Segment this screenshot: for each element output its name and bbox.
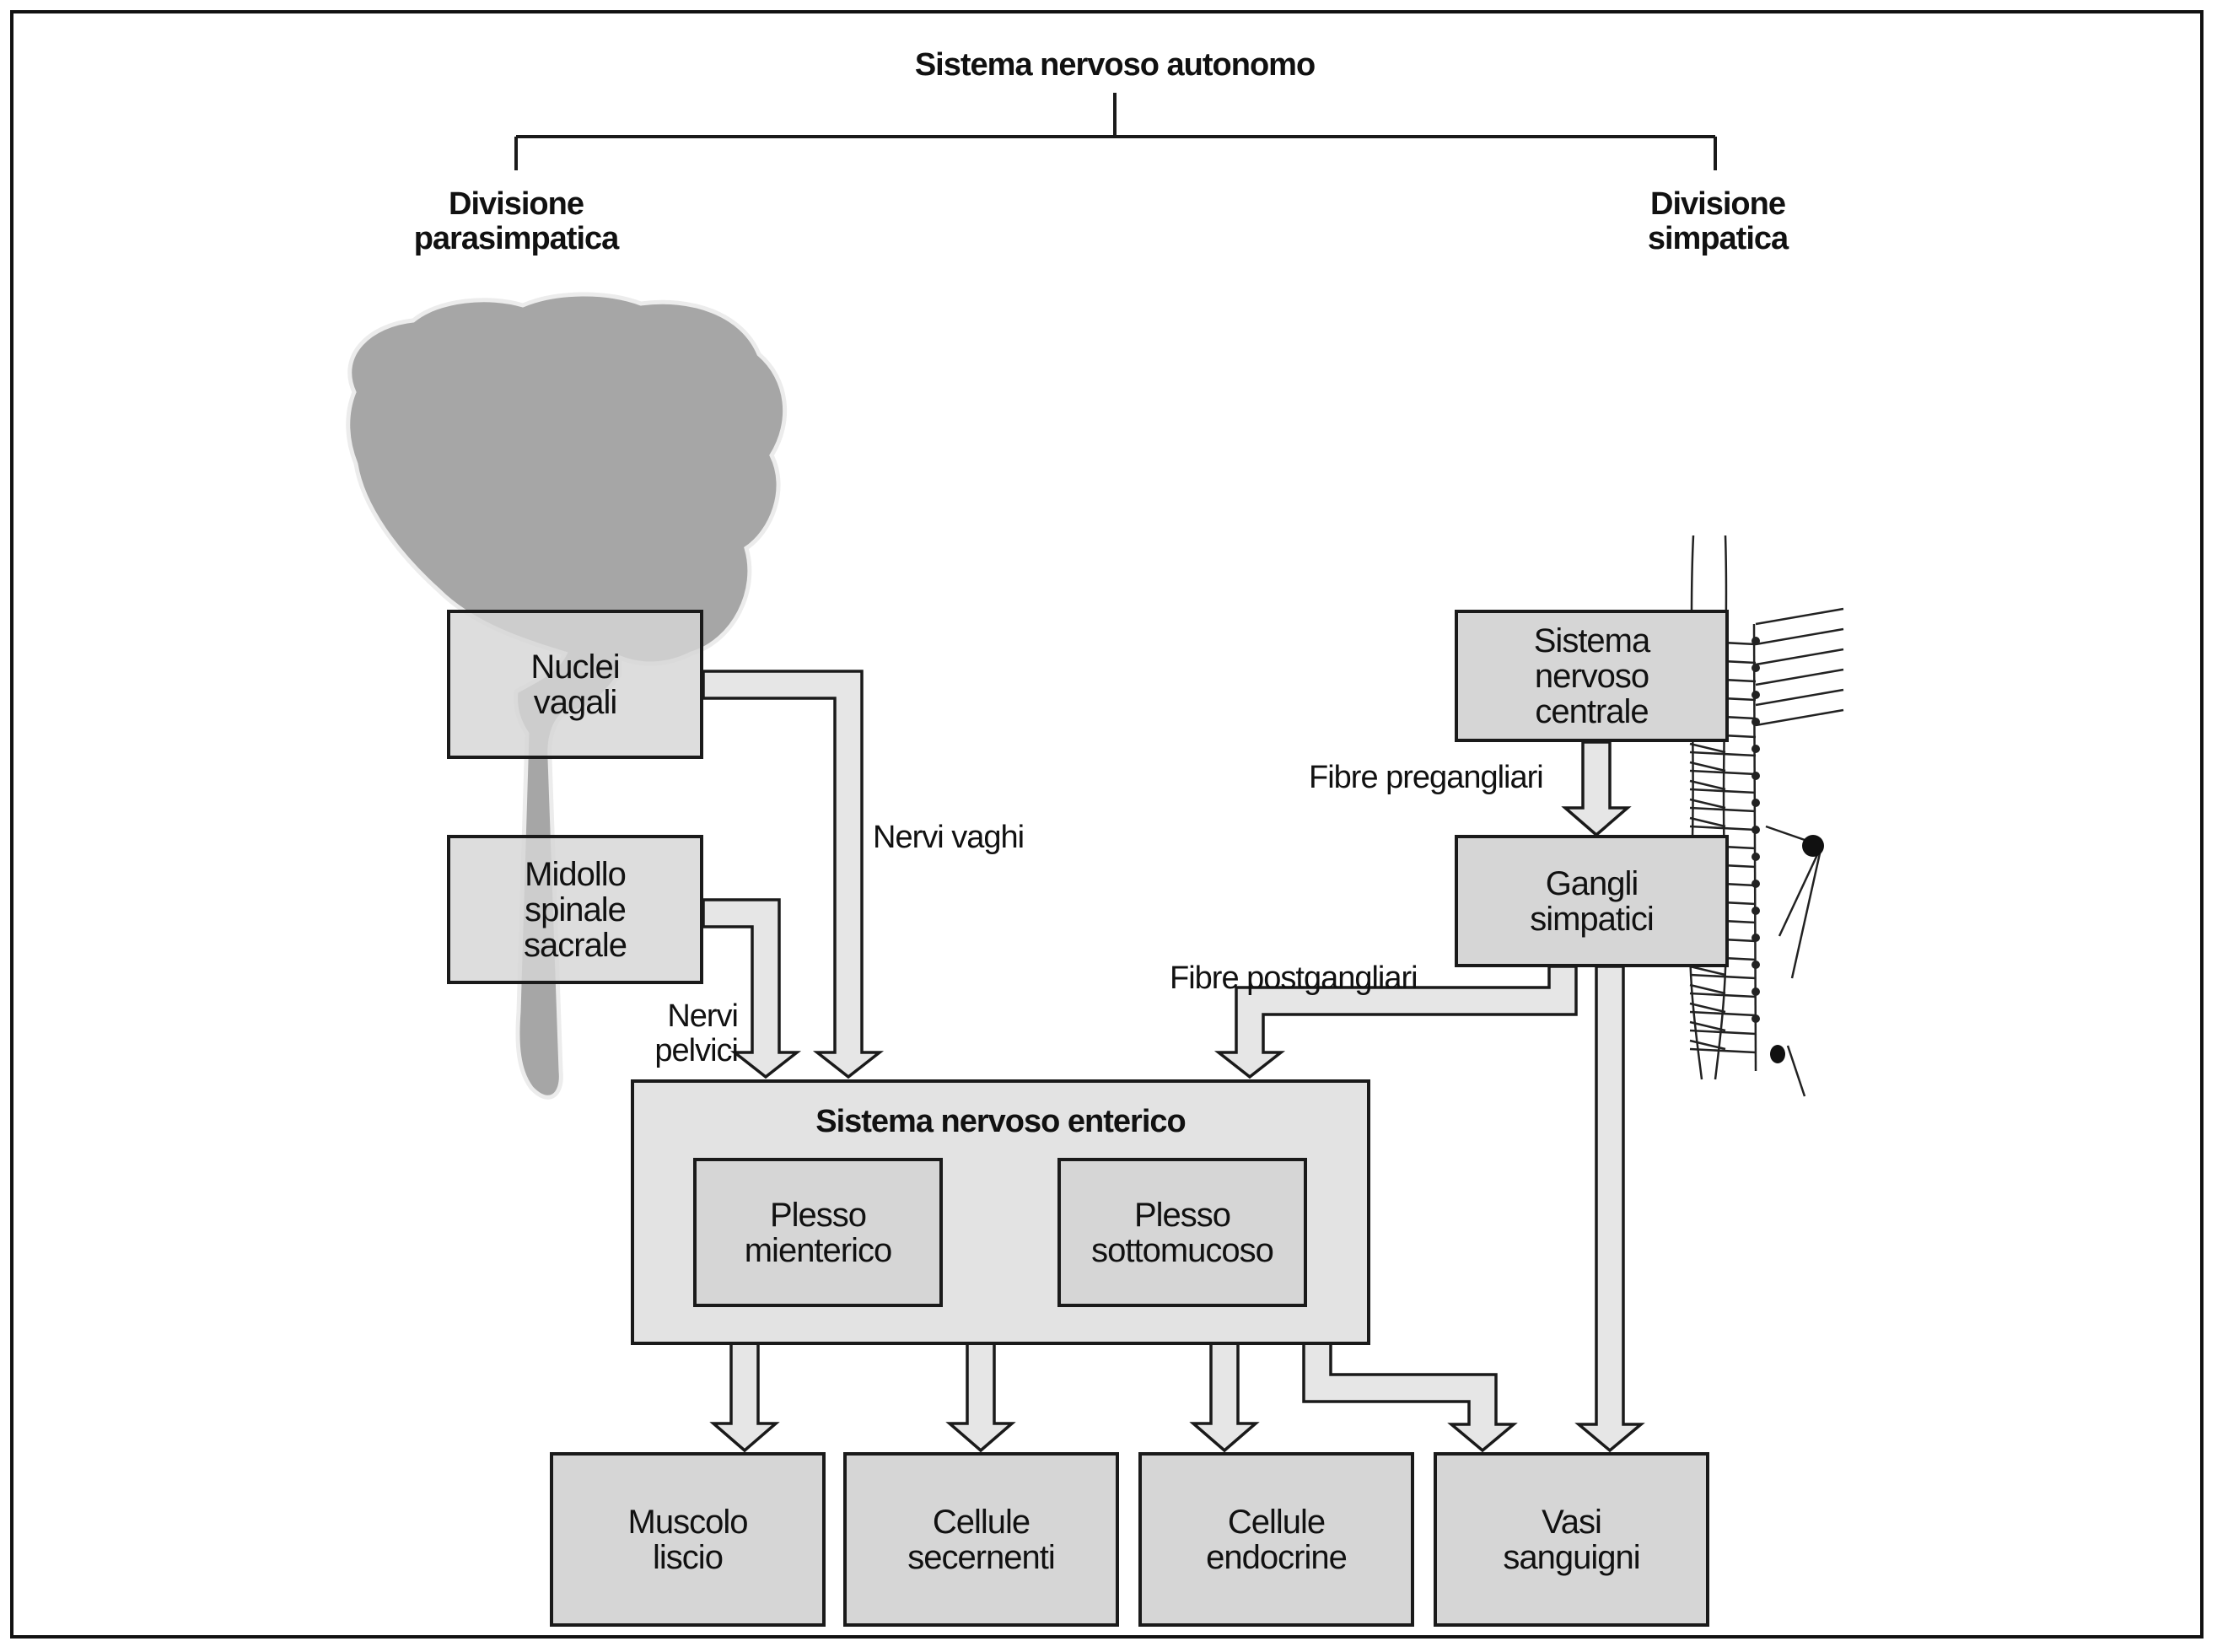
box-vasi-sanguigni: Vasi sanguigni [1434,1452,1709,1627]
label-nervi-vaghi: Nervi vaghi [873,820,1025,855]
box-line: Plesso [1133,1196,1231,1234]
box-gangli-simpatici: Gangli simpatici [1455,835,1729,967]
arrow-gangli-to-vasi [1574,965,1645,1453]
division-line: Divisione [1650,186,1786,222]
box-line: Cellule [932,1503,1030,1541]
arrow-to-secernenti [945,1342,1016,1453]
division-line: Divisione [449,186,584,222]
box-plesso-mienterico: Plesso mienterico [693,1158,943,1307]
box-sistema-nervoso-centrale: Sistema nervoso centrale [1455,610,1729,742]
label-nervi-pelvici: Nervi pelvici [637,998,739,1069]
box-line: sacrale [524,926,627,964]
box-cellule-secernenti: Cellule secernenti [843,1452,1119,1627]
diagram-title: Sistema nervoso autonomo [914,47,1316,83]
label-fibre-postgangliari: Fibre postgangliari [1170,961,1418,996]
box-line: Plesso [769,1196,867,1234]
chain-ganglia-dots [1752,637,1760,1023]
arrow-fibre-postgangliari [1213,965,1578,1079]
box-line: Gangli [1545,864,1639,902]
label-fibre-pregangliari: Fibre pregangliari [1309,760,1544,795]
division-sympathetic-label: Divisione simpatica [1608,186,1827,257]
annot-line: pelvici [654,1033,739,1069]
box-line: centrale [1535,692,1649,730]
enteric-title: Sistema nervoso enterico [815,1104,1187,1139]
box-line: liscio [653,1538,724,1576]
large-ganglia [1770,835,1824,1063]
box-line: nervoso [1534,657,1649,695]
box-line: Midollo [525,855,627,893]
arrow-to-muscolo [709,1342,780,1453]
hollow-arrows [702,670,1645,1453]
arrow-enteric-to-vasi [1302,1342,1518,1453]
box-line: Cellule [1227,1503,1326,1541]
arrow-fibre-pregangliari [1561,740,1632,837]
box-line: simpatici [1530,900,1655,938]
box-nuclei-vagali: Nuclei vagali [447,610,703,759]
box-line: vagali [533,683,618,721]
box-line: Vasi [1542,1503,1602,1541]
hierarchy-bracket [514,93,1717,170]
box-muscolo-liscio: Muscolo liscio [550,1452,826,1627]
arrow-to-endocrine [1189,1342,1260,1453]
box-line: sanguigni [1503,1538,1640,1576]
box-line: Sistema [1533,622,1650,659]
box-cellule-endocrine: Cellule endocrine [1138,1452,1414,1627]
figure-frame [10,10,2204,1639]
box-line: secernenti [907,1538,1056,1576]
division-parasympathetic-label: Divisione parasimpatica [390,186,643,257]
box-line: sottomucoso [1091,1231,1274,1269]
box-line: Muscolo [627,1503,749,1541]
division-line: parasimpatica [413,221,620,257]
box-plesso-sottomucoso: Plesso sottomucoso [1057,1158,1307,1307]
arrow-nervi-pelvici [702,898,802,1079]
box-line: Nuclei [530,648,620,686]
arrow-nervi-vaghi [702,670,885,1079]
box-midollo-spinale-sacrale: Midollo spinale sacrale [447,835,703,984]
box-line: spinale [525,891,627,928]
division-line: simpatica [1647,221,1789,257]
box-line: endocrine [1206,1538,1348,1576]
annot-line: Nervi [667,998,739,1034]
box-line: mienterico [744,1231,893,1269]
